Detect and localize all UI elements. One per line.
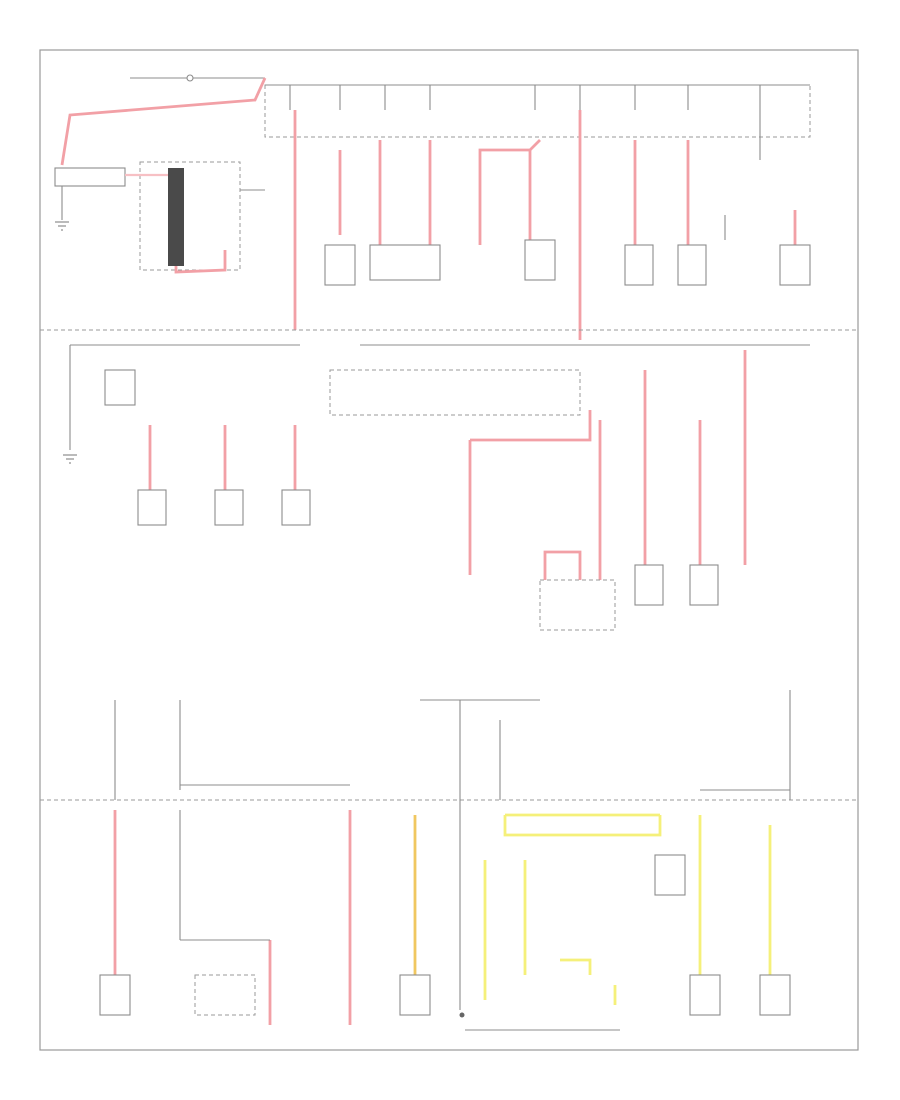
battery	[54, 167, 126, 187]
bottom-section	[99, 690, 791, 1031]
fuse-row-top	[265, 84, 810, 110]
top-circuits	[324, 110, 811, 286]
middle-section	[63, 344, 810, 631]
starter-solenoid	[168, 168, 184, 266]
battery-starter-section	[54, 74, 267, 274]
underhood-fuse-block	[264, 84, 811, 138]
diagram-frame	[39, 49, 859, 1051]
